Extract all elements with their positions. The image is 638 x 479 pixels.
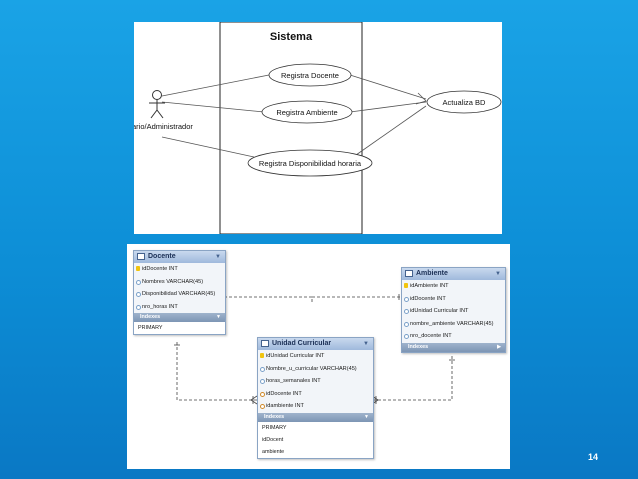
collapse-arrow-icon[interactable]: ▼: [363, 341, 369, 347]
indexes-header[interactable]: Indexes ▼: [258, 412, 373, 422]
column-label: Nombres VARCHAR(45): [142, 278, 204, 285]
use-case-actualiza-bd: [426, 90, 502, 114]
column-row: idUnidad Curricular INT: [258, 350, 373, 363]
actor-icon: [149, 90, 165, 119]
collapse-arrow-icon[interactable]: ▼: [216, 314, 221, 320]
collapse-arrow-icon[interactable]: ▼: [495, 271, 501, 277]
indexes-label: Indexes: [140, 314, 161, 320]
column-icon: [260, 379, 265, 384]
table-title: Unidad Curricular: [272, 340, 332, 347]
column-label: idUnidad Curricular INT: [266, 353, 325, 359]
column-label: nombre_ambiente VARCHAR(45): [410, 320, 494, 327]
index-row: idDocent: [258, 433, 373, 446]
column-row: horas_semanales INT: [258, 375, 373, 388]
include-arrows: [349, 74, 427, 156]
column-label: nro_docente INT: [410, 333, 452, 339]
column-row: nombre_ambiente VARCHAR(45): [402, 318, 505, 331]
table-header[interactable]: Ambiente ▼: [402, 268, 505, 280]
column-icon: [136, 292, 141, 297]
column-label: idDocente INT: [266, 390, 302, 397]
table-icon: [405, 270, 413, 277]
column-icon: [404, 334, 409, 339]
use-case-registra-ambiente: [261, 100, 353, 124]
column-icon: [404, 321, 409, 327]
use-case-label: Registra Ambiente: [276, 108, 337, 117]
expand-arrow-icon[interactable]: ▶: [497, 343, 501, 350]
collapse-arrow-icon[interactable]: ▼: [364, 413, 369, 420]
table-ambiente[interactable]: Ambiente ▼ idAmbiente INT idDocente INT …: [401, 267, 506, 353]
use-case-registra-disponibilidad: [247, 149, 373, 177]
use-case-label: Actualiza BD: [443, 98, 487, 107]
indexes-header[interactable]: Indexes ▶: [402, 342, 505, 352]
primary-key-icon: [260, 353, 264, 358]
column-label: Nombre_u_curricular VARCHAR(45): [266, 365, 357, 372]
column-row: nro_horas INT: [134, 301, 225, 314]
table-title: Docente: [148, 253, 176, 260]
primary-key-icon: [136, 266, 140, 271]
column-label: idambiente INT: [266, 403, 304, 409]
table-icon: [137, 253, 145, 260]
er-diagram: Docente ▼ idDocente INT Nombres VARCHAR(…: [127, 244, 510, 469]
column-label: Disponibilidad VARCHAR(45): [142, 291, 216, 297]
system-title: Sistema: [270, 31, 313, 43]
column-label: idDocente INT: [410, 295, 446, 302]
column-row: idambiente INT: [258, 400, 373, 413]
index-row: ambiente: [258, 445, 373, 458]
column-icon: [404, 309, 409, 314]
actor-associations: [161, 74, 270, 158]
column-row: nro_docente INT: [402, 330, 505, 343]
column-row: idUnidad Curricular INT: [402, 305, 505, 318]
column-icon: [260, 366, 265, 372]
table-icon: [261, 340, 269, 347]
table-header[interactable]: Unidad Curricular ▼: [258, 338, 373, 350]
use-case-registra-docente: [268, 63, 352, 87]
table-docente[interactable]: Docente ▼ idDocente INT Nombres VARCHAR(…: [133, 250, 226, 335]
indexes-label: Indexes: [408, 343, 429, 350]
column-label: nro_horas INT: [142, 303, 178, 310]
table-unidad-curricular[interactable]: Unidad Curricular ▼ idUnidad Curricular …: [257, 337, 374, 459]
use-case-label: Registra Docente: [281, 71, 339, 80]
indexes-label: Indexes: [264, 413, 285, 420]
column-icon: [404, 296, 409, 302]
actor-label: ario/Administrador: [134, 122, 193, 131]
slide-number: 14: [588, 452, 599, 462]
column-row: idAmbiente INT: [402, 280, 505, 293]
column-row: Disponibilidad VARCHAR(45): [134, 288, 225, 301]
primary-key-icon: [404, 283, 408, 288]
column-label: horas_semanales INT: [266, 378, 321, 384]
column-label: idDocente INT: [142, 266, 178, 272]
column-label: idAmbiente INT: [410, 283, 449, 289]
column-row: idDocente INT: [134, 263, 225, 276]
collapse-arrow-icon[interactable]: ▼: [215, 254, 221, 260]
system-boundary: [219, 21, 363, 235]
table-header[interactable]: Docente ▼: [134, 251, 225, 263]
table-title: Ambiente: [416, 270, 448, 277]
column-row: Nombres VARCHAR(45): [134, 276, 225, 289]
column-label: idUnidad Curricular INT: [410, 308, 469, 314]
index-row: PRIMARY: [134, 322, 225, 334]
column-icon: [136, 279, 141, 285]
column-row: idDocente INT: [402, 293, 505, 306]
foreign-key-icon: [260, 404, 265, 409]
foreign-key-icon: [260, 391, 265, 397]
use-case-diagram: Sistema ario/Administrador Registra Doce…: [132, 21, 502, 235]
indexes-header[interactable]: Indexes ▼: [134, 313, 225, 322]
column-icon: [136, 304, 141, 310]
use-case-canvas: Sistema ario/Administrador Registra Doce…: [132, 21, 502, 235]
column-row: Nombre_u_curricular VARCHAR(45): [258, 363, 373, 376]
index-row: PRIMARY: [258, 421, 373, 434]
use-case-label: Registra Disponibilidad horaria: [259, 159, 362, 168]
column-row: idDocente INT: [258, 388, 373, 401]
